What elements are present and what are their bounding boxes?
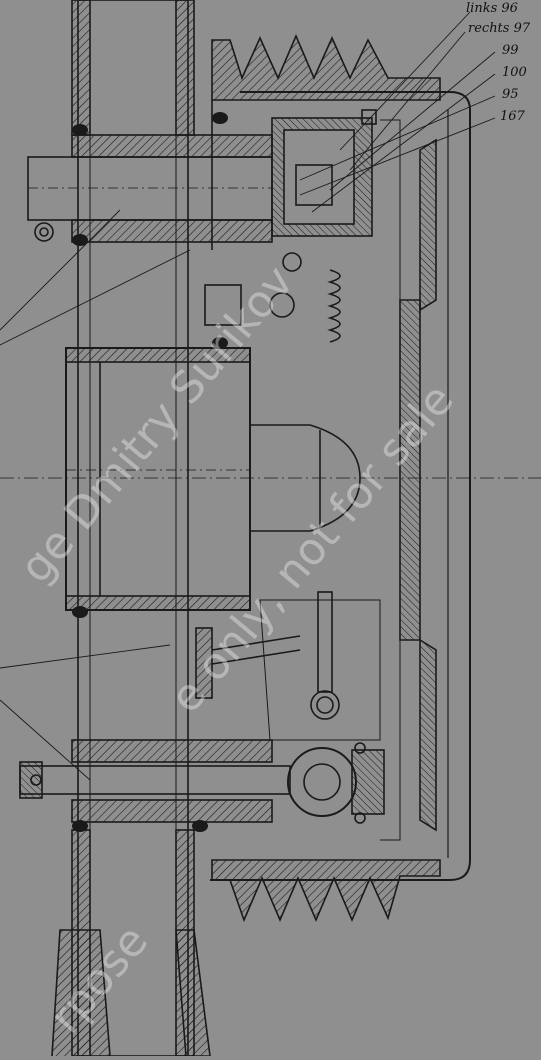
gasket-marks [72,112,228,832]
ball-joint [287,742,385,824]
diaphragm-cup [249,424,361,532]
leader-lines [0,11,496,781]
upper-hub [27,134,273,243]
bearing-block [271,109,377,237]
callout-rechts-97: rechts 97 [468,21,531,36]
callout-99: 99 [502,43,519,58]
lower-hub [19,739,291,823]
callout-167: 167 [500,109,525,124]
bottom-flange [51,929,211,1057]
centre-drum [0,347,541,611]
callout-95: 95 [502,87,519,102]
callout-links-96: links 96 [466,1,518,16]
upper-spring [204,252,341,343]
lower-linkage [195,591,381,741]
lower-v-pulley [211,859,441,923]
callout-100: 100 [502,65,527,80]
clutch-housing [210,91,471,881]
